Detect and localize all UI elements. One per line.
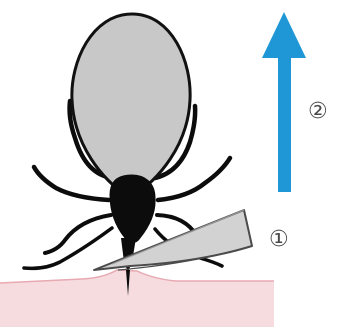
tick-leg-right-2 — [158, 158, 230, 200]
skin-surface — [0, 270, 274, 327]
pull-arrow-icon — [262, 12, 306, 192]
tick-scutum — [110, 175, 155, 243]
step-marker-1: ① — [269, 227, 289, 252]
step-marker-2: ② — [308, 99, 328, 124]
skin — [0, 270, 274, 327]
pull-arrow-head — [262, 12, 306, 58]
pull-arrow-shaft — [278, 55, 291, 192]
